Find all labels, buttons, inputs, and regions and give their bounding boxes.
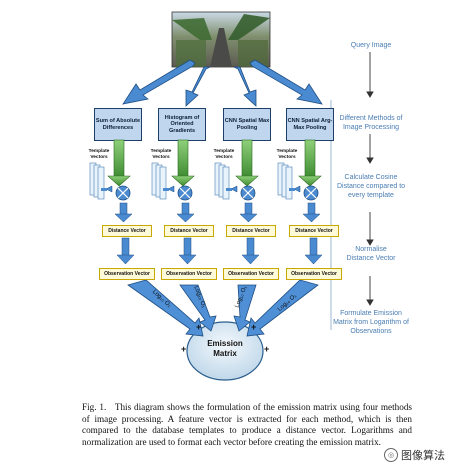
converge-arrows (127, 279, 319, 337)
step-arrows (366, 52, 374, 306)
watermark-logo-icon: ◎ (384, 448, 398, 462)
watermark: ◎ 图像算法 (384, 447, 445, 463)
watermark-text: 图像算法 (401, 449, 445, 462)
column-pipeline-1 (89, 139, 135, 265)
column-pipeline-2 (151, 139, 197, 265)
column-pipeline-4 (277, 139, 323, 265)
caption-text: This diagram shows the formulation of th… (82, 402, 412, 447)
caption-fig-label: Fig. 1. (82, 402, 107, 412)
figure-caption: Fig. 1. This diagram shows the formulati… (82, 402, 412, 448)
diagram-canvas (122, 11, 374, 381)
column-pipeline-3 (214, 139, 260, 265)
emission-ellipse (186, 321, 264, 381)
fan-arrows (122, 59, 323, 107)
pipeline-graphics (89, 139, 323, 265)
